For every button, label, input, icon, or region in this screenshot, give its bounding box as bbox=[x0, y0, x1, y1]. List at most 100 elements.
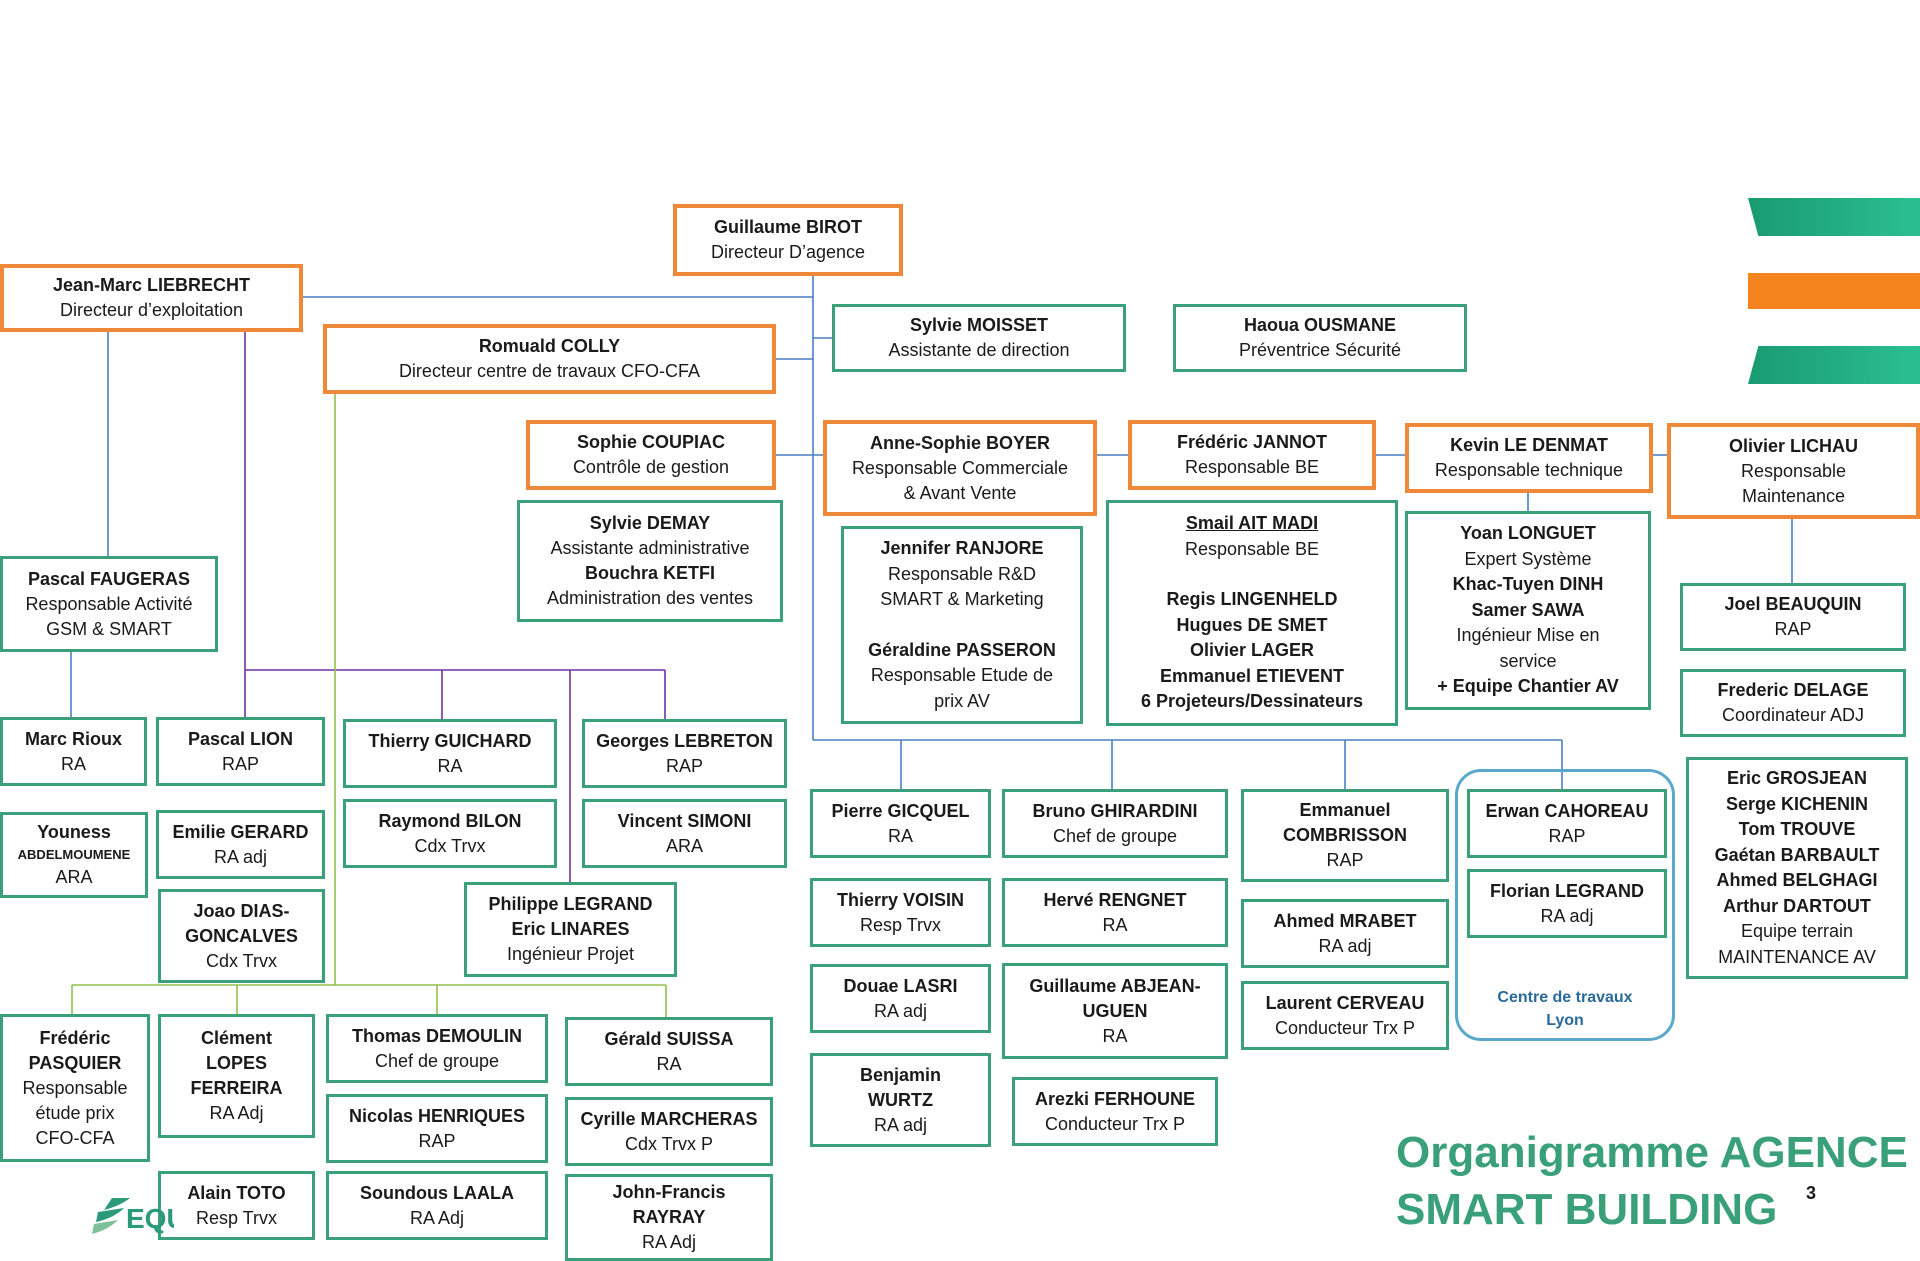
person-role: Ingénieur Mise en bbox=[1456, 625, 1600, 646]
svg-text:EQUANS: EQUANS bbox=[126, 1203, 174, 1234]
person-card-laala: Soundous LAALA RA Adj bbox=[326, 1171, 548, 1240]
person-name: Tom TROUVE bbox=[1738, 819, 1856, 839]
person-role: ABDELMOUMENE bbox=[17, 847, 131, 862]
lyon-label-line: Centre de travaux bbox=[1497, 989, 1633, 1006]
person-role: RA Adj bbox=[409, 1207, 465, 1228]
person-role: SMART & Marketing bbox=[880, 589, 1044, 609]
person-role: CFO-CFA bbox=[35, 1127, 115, 1148]
person-role: Responsable Activité bbox=[25, 593, 193, 614]
page-number: 3 bbox=[1806, 1183, 1817, 1203]
decor-bar-green bbox=[1748, 198, 1920, 236]
person-card-ledenmat: Kevin LE DENMAT Responsable technique bbox=[1405, 423, 1653, 493]
person-name: Géraldine PASSERON bbox=[868, 639, 1056, 660]
person-name: Frédéric JANNOT bbox=[1176, 432, 1328, 452]
person-name: Frédéric bbox=[39, 1027, 111, 1048]
person-name: Ahmed MRABET bbox=[1273, 910, 1417, 931]
person-name: Thierry VOISIN bbox=[836, 889, 965, 910]
person-card-jannot: Frédéric JANNOT Responsable BE bbox=[1128, 420, 1376, 490]
lyon-group-label: Centre de travaux Lyon bbox=[1455, 986, 1675, 1032]
person-name: Bouchra KETFI bbox=[584, 563, 715, 583]
person-role: Cdx Trvx P bbox=[624, 1133, 713, 1154]
person-name: Philippe LEGRAND bbox=[488, 894, 653, 914]
person-role: Chef de groupe bbox=[374, 1050, 500, 1071]
person-card-lasri: Douae LASRI RA adj bbox=[810, 964, 991, 1033]
person-name: Thomas DEMOULIN bbox=[351, 1025, 522, 1046]
person-role: Responsable technique bbox=[1434, 460, 1624, 480]
person-name: Gaétan BARBAULT bbox=[1714, 844, 1880, 865]
decor-bar-orange bbox=[1748, 273, 1920, 309]
person-name: Romuald COLLY bbox=[478, 336, 621, 356]
person-role: Préventrice Sécurité bbox=[1238, 340, 1402, 360]
person-name: Eric GROSJEAN bbox=[1726, 768, 1868, 788]
person-name: Regis LINGENHELD bbox=[1166, 589, 1338, 610]
person-name: Arthur DARTOUT bbox=[1723, 895, 1871, 916]
person-role: Directeur centre de travaux CFO-CFA bbox=[398, 361, 701, 381]
connectors-exploitation bbox=[244, 332, 666, 882]
person-name: Arezki FERHOUNE bbox=[1034, 1088, 1196, 1109]
person-role: Assistante administrative bbox=[550, 538, 750, 558]
person-name: UGUEN bbox=[1082, 1000, 1148, 1021]
person-name: Soundous LAALA bbox=[360, 1182, 514, 1203]
person-name: Kevin LE DENMAT bbox=[1450, 435, 1608, 455]
person-name: Olivier LICHAU bbox=[1728, 435, 1859, 456]
person-name: Florian LEGRAND bbox=[1489, 880, 1644, 901]
person-role: RA Adj bbox=[209, 1103, 264, 1123]
person-role: Directeur D’agence bbox=[710, 242, 866, 262]
person-role: RAP bbox=[418, 1130, 456, 1151]
person-name: Pascal FAUGERAS bbox=[27, 568, 191, 589]
person-role: RA adj bbox=[873, 1000, 928, 1021]
person-role: Responsable BE bbox=[1184, 457, 1320, 477]
person-role: RAP bbox=[1326, 850, 1364, 870]
person-role: Responsable Etude de bbox=[870, 665, 1054, 685]
person-role: RA adj bbox=[873, 1114, 928, 1135]
person-name: 6 Projeteurs/Dessinateurs bbox=[1140, 691, 1364, 712]
person-name: Alain TOTO bbox=[187, 1182, 286, 1203]
person-role: Assistante de direction bbox=[888, 340, 1070, 360]
person-name: Khac-Tuyen DINH bbox=[1452, 574, 1604, 595]
person-card-ferhoune: Arezki FERHOUNE Conducteur Trx P bbox=[1012, 1077, 1218, 1146]
person-name: WURTZ bbox=[868, 1089, 933, 1110]
lyon-group-frame bbox=[1455, 769, 1675, 1041]
person-name: Raymond BILON bbox=[378, 810, 522, 831]
person-role: Directeur d’exploitation bbox=[59, 300, 244, 320]
person-role: Conducteur Trx P bbox=[1044, 1113, 1186, 1134]
person-role: RA bbox=[437, 755, 463, 776]
person-role: RAP bbox=[1548, 825, 1586, 846]
connectors-direction bbox=[70, 276, 1793, 789]
person-name: Erwan CAHOREAU bbox=[1485, 800, 1649, 821]
person-name: Douae LASRI bbox=[843, 975, 958, 996]
person-name: Georges LEBRETON bbox=[596, 730, 773, 751]
person-name: COMBRISSON bbox=[1282, 825, 1407, 845]
person-role: Conducteur Trx P bbox=[1274, 1017, 1416, 1038]
person-name: Benjamin bbox=[859, 1064, 942, 1085]
person-role: MAINTENANCE AV bbox=[1718, 946, 1876, 967]
person-name: Yoan LONGUET bbox=[1460, 523, 1596, 544]
person-name: Emilie GERARD bbox=[172, 821, 309, 842]
